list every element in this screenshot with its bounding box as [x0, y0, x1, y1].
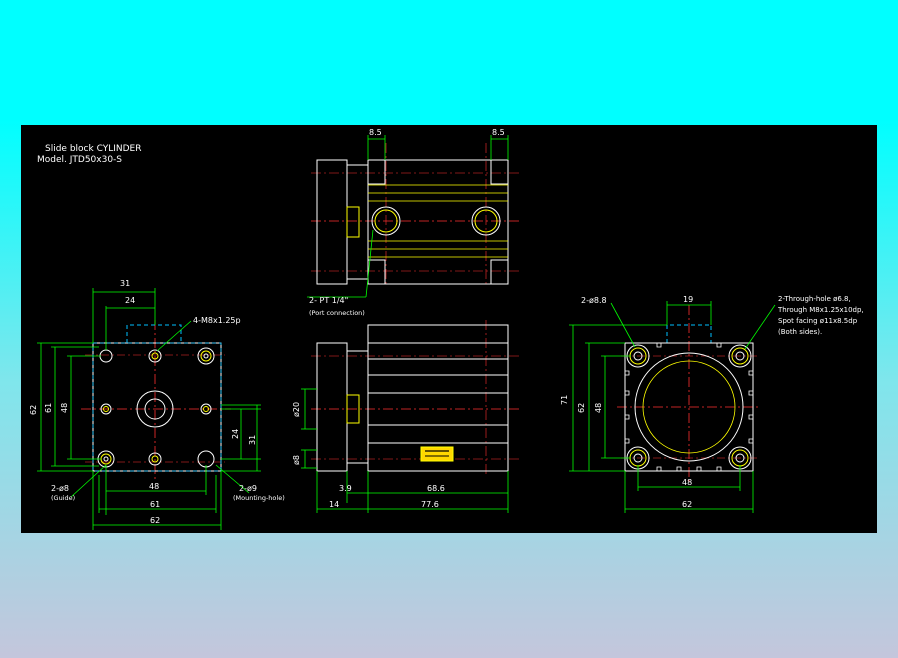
rear-dim-71: 71: [560, 395, 569, 405]
side-dia20: ø20: [292, 402, 301, 417]
thread-note: 4-M8x1.25p: [193, 316, 241, 325]
dim-31-top: 31: [120, 279, 130, 288]
cad-drawing-area: Slide block CYLINDER Model. JTD50x30-S: [21, 125, 877, 533]
top-dim-right: 8.5: [492, 128, 505, 137]
through-note-2: Through M8x1.25x10dp,: [777, 306, 864, 314]
guide-label: (Guide): [51, 494, 75, 502]
through-note-3: Spot facing ø11x8.5dp: [778, 317, 858, 325]
mount-note: 2-ø9: [239, 484, 257, 493]
side-dim-14: 14: [329, 500, 339, 509]
top-dim-left: 8.5: [369, 128, 382, 137]
dim-61-left: 61: [44, 403, 53, 413]
label-plate: [420, 446, 454, 462]
dim-48-left: 48: [60, 403, 69, 413]
port-note: 2- PT 1/4": [309, 296, 348, 305]
guide-note: 2-ø8: [51, 484, 69, 493]
rear-dim-48-left: 48: [594, 403, 603, 413]
through-note-1: 2-Through-hole ø6.8,: [778, 295, 851, 303]
cad-drawing: Slide block CYLINDER Model. JTD50x30-S: [29, 128, 864, 530]
rear-dim-62-bottom: 62: [682, 500, 692, 509]
rear-dim-48-bottom: 48: [682, 478, 692, 487]
dim-62-left: 62: [29, 405, 38, 415]
rear-dim-62-left: 62: [577, 403, 586, 413]
title-line-1: Slide block CYLINDER: [45, 144, 141, 154]
rear-dim-19: 19: [683, 295, 693, 304]
dim-48-bottom: 48: [149, 482, 159, 491]
side-dia8: ø8: [292, 455, 301, 465]
dim-24-top: 24: [125, 296, 135, 305]
dim-61-bottom: 61: [150, 500, 160, 509]
rear-view: 2-ø8.8 19 2-Through-hole ø6.8, Through M…: [560, 295, 864, 513]
dim-24-right: 24: [231, 429, 240, 439]
dim-62-bottom: 62: [150, 516, 160, 525]
top-view: 8.5 8.5 2- PT 1/4" (Port connection): [307, 128, 521, 317]
side-dim-77-6: 77.6: [421, 500, 439, 509]
dim-31-right: 31: [248, 435, 257, 445]
side-dim-68-6: 68.6: [427, 484, 445, 493]
front-view: 31 24 4-M8x1.25p 62 61 48 24 31 48 61 62…: [29, 279, 285, 530]
title-line-2: Model. JTD50x30-S: [37, 155, 122, 165]
port-label: (Port connection): [309, 309, 365, 317]
mount-label: (Mounting-hole): [233, 494, 285, 502]
rear-hole-note: 2-ø8.8: [581, 296, 607, 305]
side-view: ø20 ø8 3.9 68.6 14 77.6: [292, 320, 521, 513]
through-note-4: (Both sides).: [778, 328, 822, 336]
side-dim-3-9: 3.9: [339, 484, 352, 493]
